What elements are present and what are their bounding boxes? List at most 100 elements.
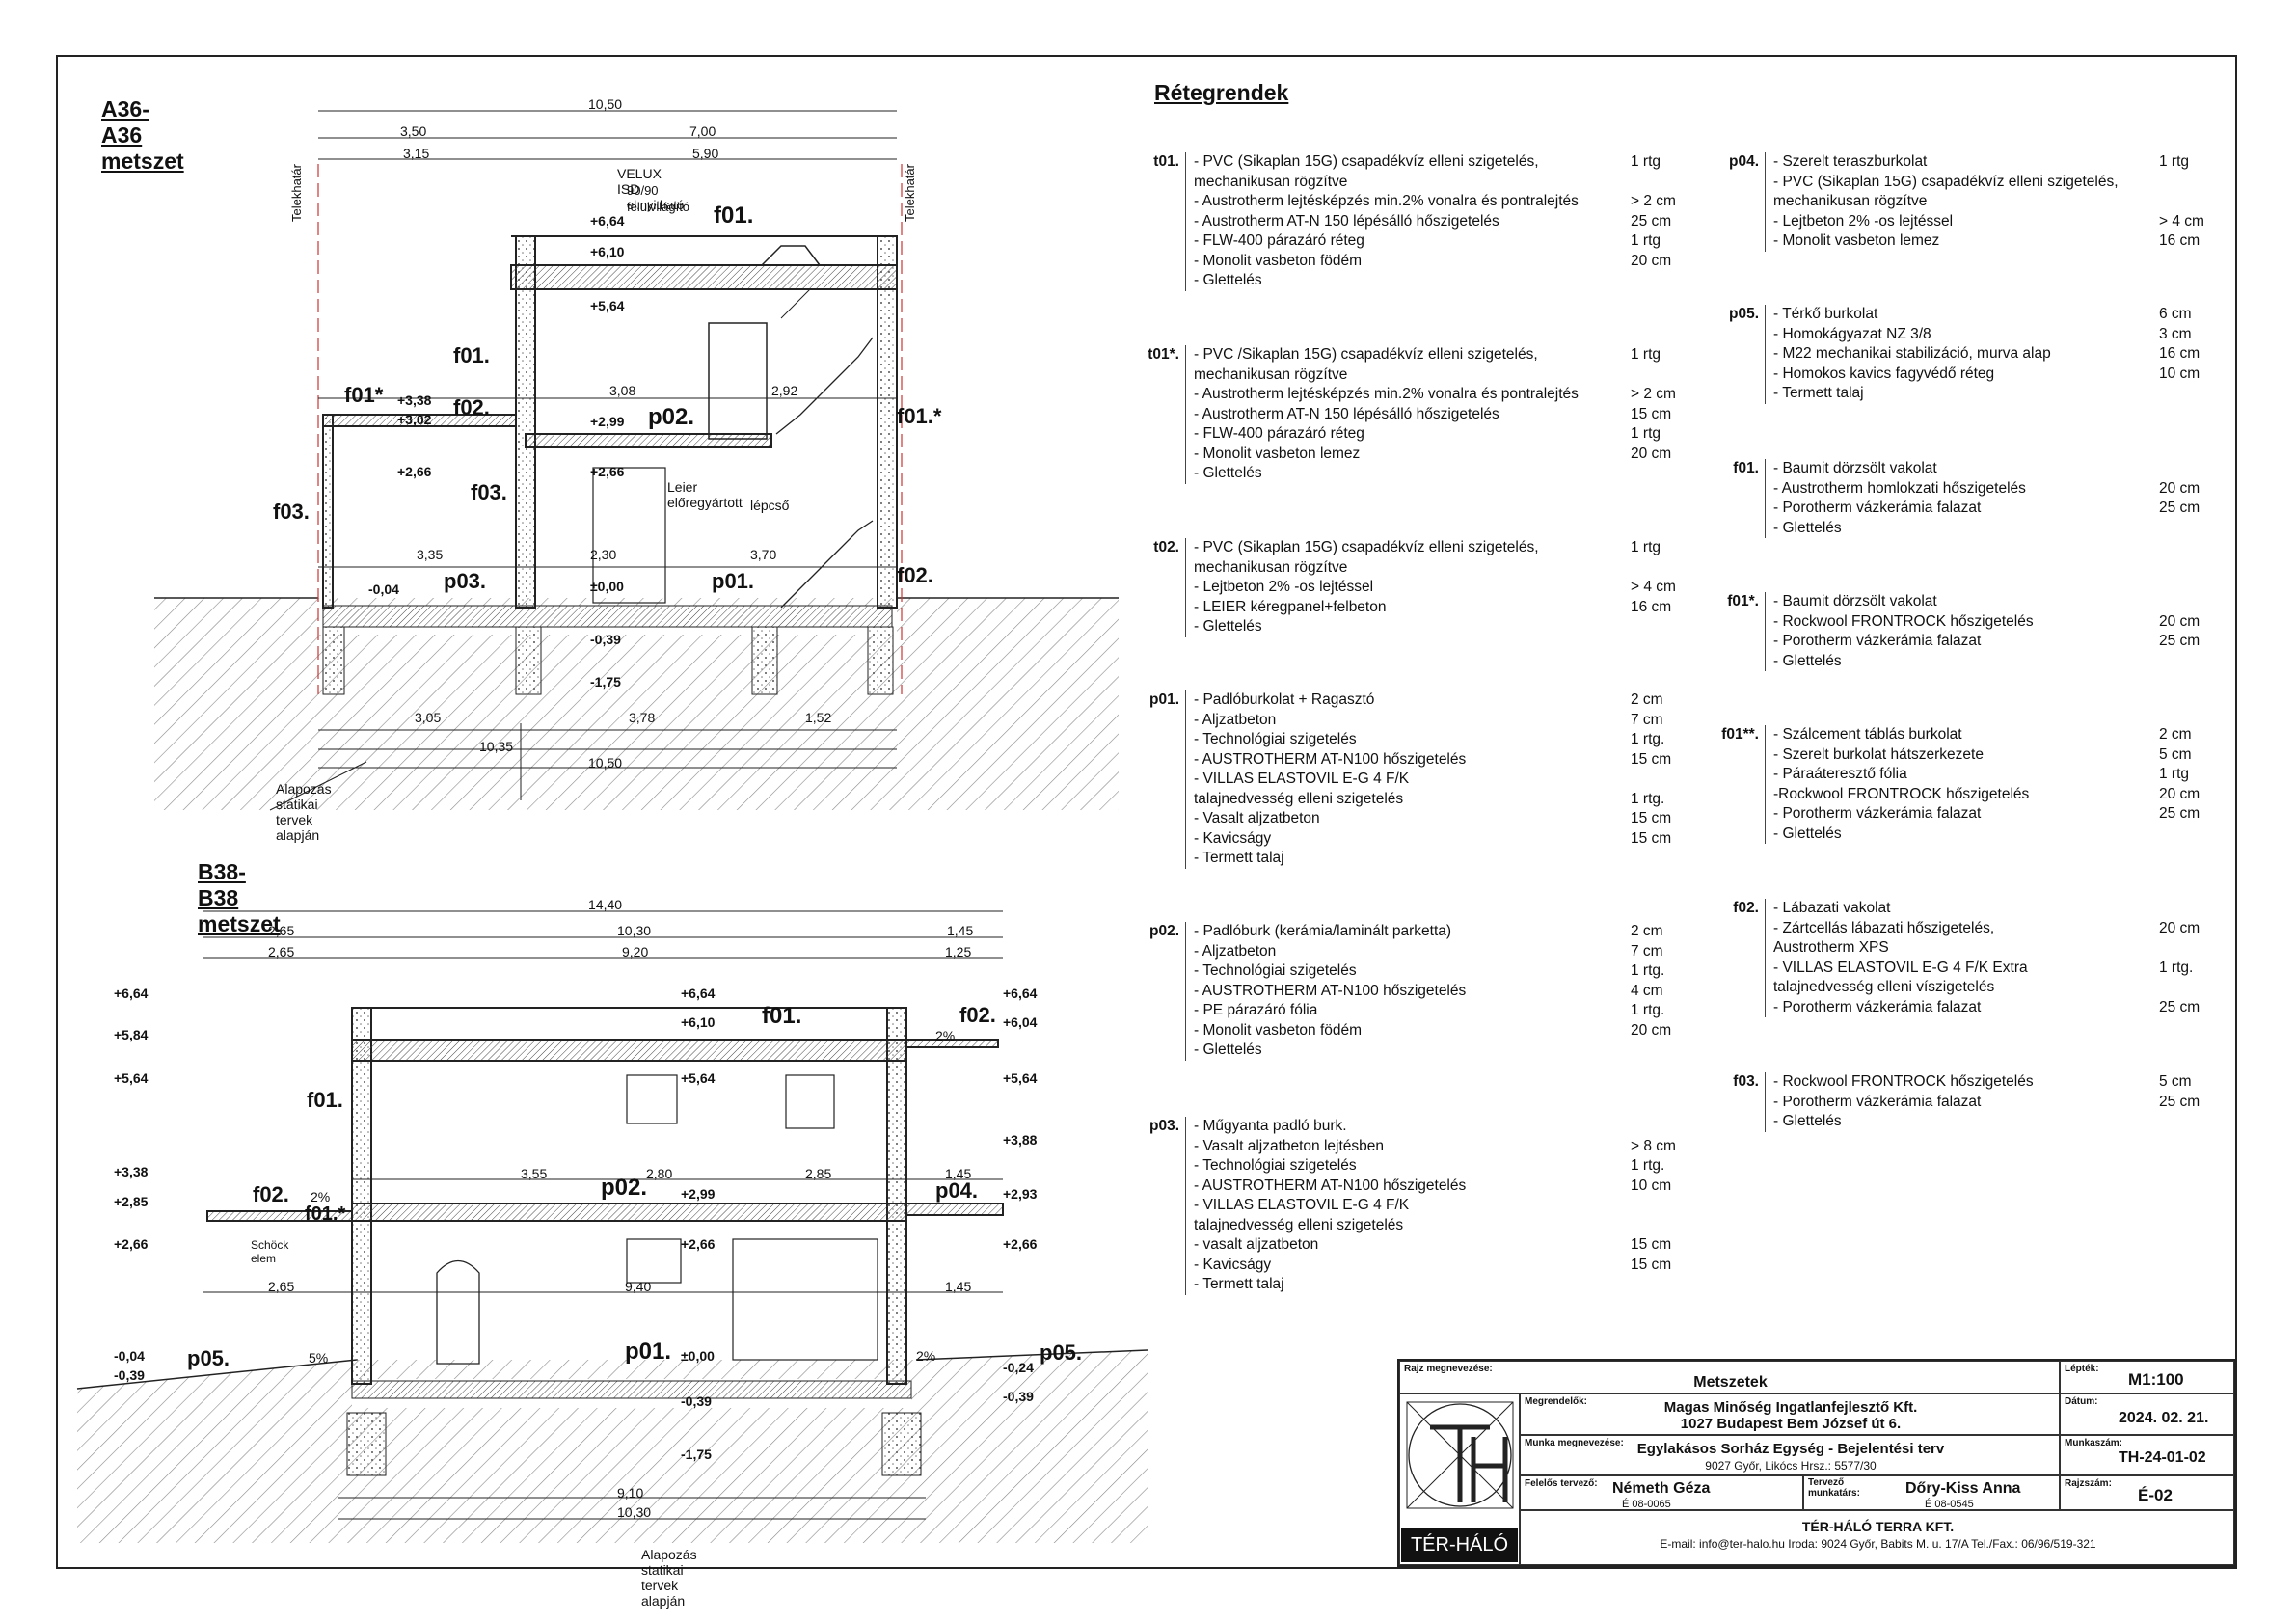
layer-row-text: - VILLAS ELASTOVIL E-G 4 F/K (1194, 771, 1410, 787)
layer-row-text: talajnedvesség elleni szigetelés (1194, 790, 1404, 807)
layer-row-text: talajnedvesség elleni szigetelés (1194, 1216, 1404, 1233)
level-a-664: +6,64 (590, 213, 625, 229)
level-a-564: +5,64 (590, 298, 625, 313)
layer-row-value: 2 cm (2159, 726, 2192, 743)
tb-project-line1: Egylakásos Sorház Egység - Bejelentési t… (1636, 1441, 1945, 1457)
lvl-b-right-6: -0,24 (1003, 1360, 1034, 1375)
layer-row-text: - AUSTROTHERM AT-N100 hőszigetelés (1194, 982, 1467, 999)
tag-a-f03: f03. (471, 480, 507, 504)
layer-row-text: - Zártcellás lábazati hőszigetelés, (1773, 919, 1995, 936)
layer-row-value: 3 cm (2159, 325, 2192, 342)
slope-b-3: 2% (916, 1348, 936, 1364)
layer-row-text: - Austrotherm AT-N 150 lépésálló hőszige… (1194, 212, 1499, 230)
layer-row-value: 15 cm (1631, 1256, 1672, 1273)
lvl-b-in-4: +2,66 (681, 1236, 716, 1252)
tb-project-line2: 9027 Győr, Likócs Hrsz.: 5577/30 (1705, 1459, 1877, 1473)
layer-code: f01**. (1721, 726, 1759, 743)
logo-text: TÉR-HÁLÓ (1401, 1528, 1518, 1562)
layer-row-value: > 2 cm (1631, 386, 1676, 402)
tb-client-line1: Magas Minőség Ingatlanfejlesztő Kft. (1663, 1399, 1918, 1416)
tb-lead-designer: Felelős tervező: Németh Géza É 08-0065 (1520, 1475, 1803, 1510)
layer-row-value: 25 cm (1631, 212, 1672, 230)
layer-code: p01. (1148, 691, 1179, 708)
layer-row-value: > 4 cm (2159, 212, 2204, 230)
layer-row-text: - Austrotherm AT-N 150 lépésálló hőszige… (1194, 405, 1499, 422)
lvl-b-right-5: +2,66 (1003, 1236, 1038, 1252)
layer-row-value: 20 cm (1631, 445, 1672, 462)
level-a-039: -0,39 (590, 632, 621, 647)
tag-a-t01: f01. (714, 203, 754, 229)
section-b-title: B38-B38 metszet (198, 859, 281, 936)
foundation-note-a: Alapozás statikai tervek alapján (276, 781, 332, 843)
tag-a-p02: p02. (648, 404, 695, 430)
layer-row-text: - Vasalt aljzatbeton (1194, 810, 1320, 826)
lvl-b-left-2: +5,64 (114, 1070, 149, 1086)
layer-row-text: - Glettelés (1194, 465, 1262, 481)
layer-row-value: > 4 cm (1631, 579, 1676, 595)
sheet-frame (56, 55, 2237, 1569)
tb-lead-id: É 08-0065 (1622, 1499, 1671, 1510)
lvl-b-left-6: -0,04 (114, 1348, 145, 1364)
layer-row-text: - Monolit vasbeton födém (1194, 252, 1363, 269)
lvl-b-left-3: +3,38 (114, 1164, 149, 1179)
layer-lines: - Műgyanta padló burk.- Vasalt aljzatbet… (1185, 1117, 1676, 1295)
layer-row-value: 20 cm (1631, 252, 1672, 269)
tb-date-label: Dátum: (2065, 1396, 2098, 1407)
level-a-266-left: +2,66 (397, 464, 432, 479)
layer-code: p02. (1148, 923, 1179, 939)
tag-a-f02: f02. (897, 563, 933, 587)
tag-b-p05-right: p05. (1040, 1340, 1083, 1365)
tag-b-p05-left: p05. (187, 1346, 230, 1370)
layer-code: t02. (1153, 539, 1179, 555)
slope-b-2: 5% (309, 1350, 329, 1366)
layer-row-text: - Homokos kavics fagyvédő réteg (1773, 365, 1995, 382)
dim-b-920: 9,20 (622, 944, 649, 960)
layer-row-text: - Porotherm vázkerámia falazat (1773, 805, 1982, 822)
layer-row-text: - PVC (Sikaplan 15G) csapadékvíz elleni … (1773, 173, 2119, 190)
tag-a-p03: p03. (444, 569, 487, 593)
section-a-ground (154, 597, 1119, 810)
layer-row-text: - AUSTROTHERM AT-N100 hőszigetelés (1194, 750, 1467, 768)
tb-jobnumber-value: TH-24-01-02 (2119, 1449, 2206, 1466)
layer-lines: - Baumit dörzsölt vakolat- Austrotherm h… (1765, 459, 2200, 538)
dim-b-145: 1,45 (947, 923, 974, 938)
tb-drawing-name: Rajz megnevezése: Metszetek (1399, 1361, 2060, 1393)
layer-row-text: - vasalt aljzatbeton (1194, 1236, 1319, 1253)
layer-row-value: 1 rtg. (1631, 790, 1665, 807)
lvl-b-left-7: -0,39 (114, 1367, 145, 1383)
layer-row-value: 1 rtg. (1631, 731, 1665, 747)
layer-row-text: - Termett talaj (1194, 850, 1284, 866)
layer-row-text: - Lejtbeton 2% -os lejtéssel (1773, 212, 1954, 230)
logo-icon (1406, 1401, 1514, 1509)
level-a-299: +2,99 (590, 414, 625, 429)
lvl-b-in-7: -1,75 (681, 1447, 712, 1462)
layer-row-text: - Rockwool FRONTROCK hőszigetelés (1773, 1073, 2034, 1090)
layer-row-value: 1 rtg (1631, 539, 1661, 555)
layer-row-text: - Technológiai szigetelés (1194, 731, 1357, 747)
velux-label-3: felülvilágító (627, 200, 690, 214)
layer-row-text: - Szálcement táblás burkolat (1773, 726, 1962, 743)
dim-a-335: 3,35 (417, 547, 444, 562)
layer-row-value: 20 cm (2159, 612, 2201, 630)
layer-row-value: 25 cm (2159, 633, 2201, 649)
dim-b-265: 2,65 (268, 923, 295, 938)
layer-row-text: - LEIER kéregpanel+felbeton (1194, 598, 1387, 615)
tb-designer-label1: Tervező (1808, 1477, 1845, 1488)
tb-project-label: Munka megnevezése: (1525, 1438, 1624, 1448)
layer-row-text: - Páraáteresztő fólia (1773, 766, 1907, 782)
layer-row-text: - Monolit vasbeton lemez (1773, 232, 1940, 249)
layer-lines: - PVC /Sikaplan 15G) csapadékvíz elleni … (1185, 345, 1676, 484)
lvl-b-in-3: +2,99 (681, 1186, 716, 1202)
tb-client: Megrendelők: Magas Minőség Ingatlanfejle… (1520, 1393, 2060, 1435)
dim-a-370: 3,70 (750, 547, 777, 562)
layer-row-text: - Szerelt teraszburkolat (1773, 153, 1928, 170)
layer-row-value: > 2 cm (1631, 193, 1676, 209)
layer-row-value: 5 cm (2159, 1073, 2192, 1090)
layer-row-text: - Technológiai szigetelés (1194, 1157, 1357, 1174)
layer-row-text: mechanikusan rögzítve (1773, 193, 1928, 209)
layer-row-text: - Aljzatbeton (1194, 942, 1277, 960)
